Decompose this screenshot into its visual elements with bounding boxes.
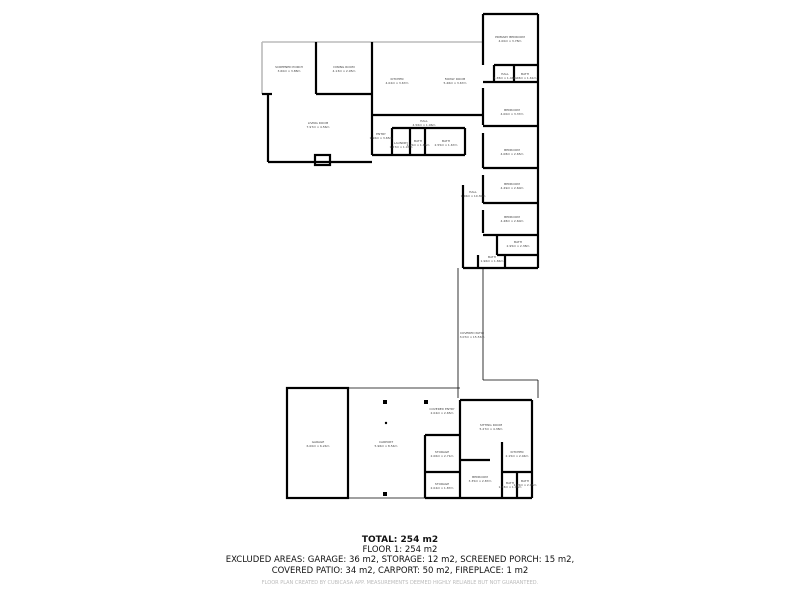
walls [261,12,540,500]
disclaimer: FLOOR PLAN CREATED BY CUBICASA APP. MEAS… [261,580,539,586]
excluded-areas-line-2: COVERED PATIO: 34 m2, CARPORT: 50 m2, FI… [271,565,529,576]
total-area: TOTAL: 254 m2 [361,535,439,545]
excluded-areas-line-1: EXCLUDED AREAS: GARAGE: 36 m2, STORAGE: … [225,555,575,565]
floor-area: FLOOR 1: 254 m2 [362,545,438,555]
